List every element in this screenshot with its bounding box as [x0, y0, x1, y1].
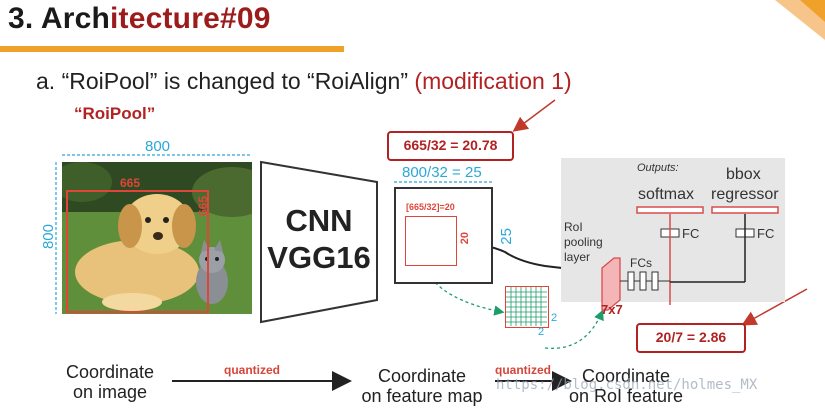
roi-line2: pooling — [564, 235, 603, 249]
cnn-label: CNN VGG16 — [264, 202, 374, 276]
photo-illustration — [62, 162, 252, 314]
coordinate-on-roi-feature: Coordinate on RoI feature — [556, 366, 696, 406]
cnn-line2: VGG16 — [267, 240, 371, 275]
fm-width-label: 800/32 = 25 — [402, 164, 482, 181]
coord-fm-line2: on feature map — [361, 386, 483, 406]
coord-roi-line1: Coordinate — [581, 366, 671, 386]
callout-bottom: 20/7 = 2.86 — [636, 323, 746, 353]
slide-title-part1: 3. Arch — [8, 2, 110, 35]
feature-map-roi-box — [405, 216, 457, 266]
cnn-trapezoid — [260, 160, 378, 324]
fc1-label: FC — [682, 226, 700, 241]
bbox-output-bar — [711, 206, 779, 214]
grid-bottom-label: 2 — [538, 326, 545, 338]
fcs-box-1 — [627, 271, 635, 291]
fm-roi-label: [665/32]=20 — [406, 202, 455, 212]
coord-roi-line2: on RoI feature — [568, 386, 684, 406]
coord-fm-line1: Coordinate — [377, 366, 467, 386]
dog-cat-photo — [62, 162, 252, 314]
coordinate-on-feature-map: Coordinate on feature map — [348, 366, 496, 406]
roi-line1: RoI — [564, 220, 583, 234]
cnn-line1: CNN — [285, 203, 353, 238]
outputs-label: Outputs: — [637, 162, 679, 174]
callout-top-arrow — [512, 99, 556, 132]
subtitle-modification: (modification 1) — [414, 68, 572, 94]
regressor-label: regressor — [711, 186, 779, 203]
fcs-label: FCs — [630, 256, 652, 270]
bbox-label: bbox — [726, 166, 761, 183]
fc2-label: FC — [757, 226, 775, 241]
softmax-label: softmax — [638, 186, 695, 203]
softmax-output-bar — [636, 206, 704, 214]
roi-line3: layer — [564, 250, 591, 264]
slide-title-part2: itecture#09 — [110, 2, 271, 35]
grid-lines — [506, 287, 547, 326]
roi-pooling-block — [601, 257, 621, 311]
corner-decoration — [775, 0, 825, 40]
coord-image-line2: on image — [72, 382, 148, 402]
fcs-box-2 — [639, 271, 647, 291]
roipool-label: “RoiPool” — [74, 104, 156, 123]
pool-size-label: 7x7 — [601, 302, 623, 317]
grid-to-roi-arrow — [544, 309, 604, 349]
image-width-label: 800 — [145, 138, 171, 155]
coordinate-on-image: Coordinate on image — [48, 362, 172, 402]
roi-pool-grid — [505, 286, 549, 328]
roi-box-width-label: 665 — [120, 176, 141, 190]
roi-pooling-label: RoI pooling layer — [564, 220, 603, 265]
feature-map-box — [394, 187, 493, 284]
callout-top: 665/32 = 20.78 — [387, 131, 514, 161]
subtitle-text: a. “RoiPool” is changed to “RoiAlign” — [36, 68, 415, 94]
title-underline — [0, 46, 344, 52]
roi-box-on-image — [66, 190, 209, 313]
quantized-label-2: quantized — [495, 363, 551, 377]
fcs-box-3 — [651, 271, 659, 291]
subtitle: a. “RoiPool” is changed to “RoiAlign” (m… — [36, 68, 572, 95]
watermark: https://blog.csdn.net/holmes_MX — [496, 377, 758, 393]
quantized-label-1: quantized — [224, 363, 280, 377]
coord-image-line1: Coordinate — [65, 362, 155, 382]
grid-right-label: 2 — [551, 312, 558, 324]
slide-title: 3. Architecture#09 — [8, 2, 271, 36]
callout-bottom-arrow — [741, 288, 808, 326]
